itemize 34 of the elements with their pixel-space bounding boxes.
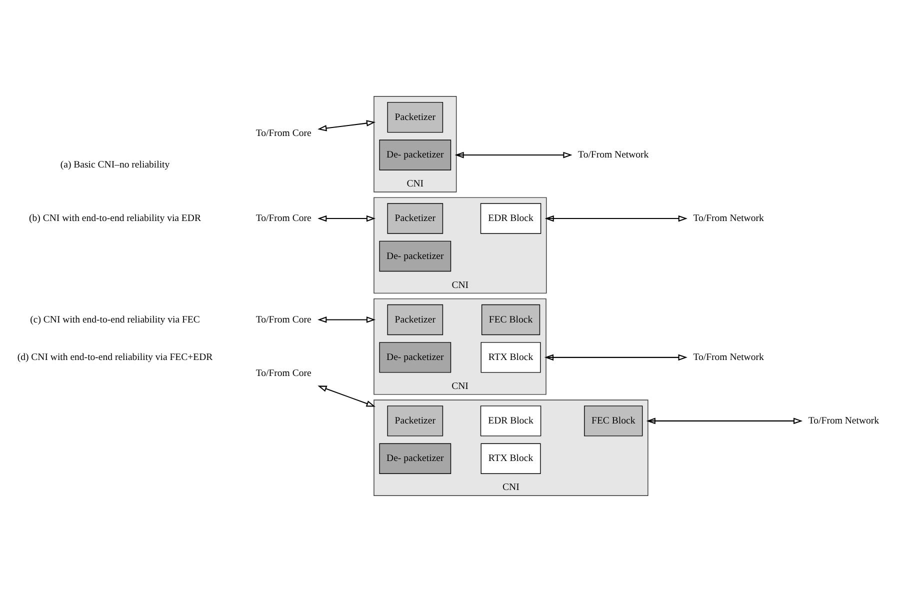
- arrow: [544, 215, 688, 222]
- node-text: To/From Network: [693, 213, 764, 224]
- node-box: RTX Block: [480, 342, 541, 373]
- label: (a) Basic CNI–no reliability: [60, 159, 170, 170]
- arrow: [646, 418, 803, 424]
- node-box: De- packetizer: [379, 240, 452, 272]
- node-box: Packetizer: [387, 406, 444, 436]
- node-box: EDR Block: [480, 406, 542, 436]
- label: (b) CNI with end-to-end reliability via EDR: [29, 213, 201, 224]
- node-box: FEC Block: [584, 406, 643, 436]
- arrow: [318, 386, 376, 407]
- arrow: [318, 215, 376, 222]
- node-text: To/From Core: [256, 128, 312, 139]
- arrow: [544, 354, 688, 361]
- label: (d) CNI with end-to-end reliability via FEC+EDR: [17, 352, 213, 364]
- node-text: To/From Network: [808, 416, 880, 427]
- node-box: De- packetizer: [379, 443, 452, 474]
- arrow: [318, 316, 376, 323]
- arrow: [454, 152, 572, 158]
- node-text: To/From Network: [693, 352, 764, 364]
- label: (c) CNI with end-to-end reliability via FEC: [30, 314, 200, 326]
- node-box: De- packetizer: [379, 342, 452, 373]
- arrow: [318, 120, 376, 132]
- node-box: Packetizer: [387, 304, 444, 336]
- node-box: Packetizer: [387, 203, 444, 234]
- node-text: To/From Core: [256, 213, 312, 224]
- node-box: EDR Block: [480, 203, 542, 234]
- node-box: De- packetizer: [379, 140, 452, 170]
- node-box: FEC Block: [481, 304, 540, 336]
- node-box: RTX Block: [480, 443, 541, 474]
- node-box: Packetizer: [387, 102, 444, 133]
- node-text: To/From Network: [578, 150, 649, 161]
- node-text: To/From Core: [256, 368, 312, 380]
- node-text: To/From Core: [256, 314, 312, 326]
